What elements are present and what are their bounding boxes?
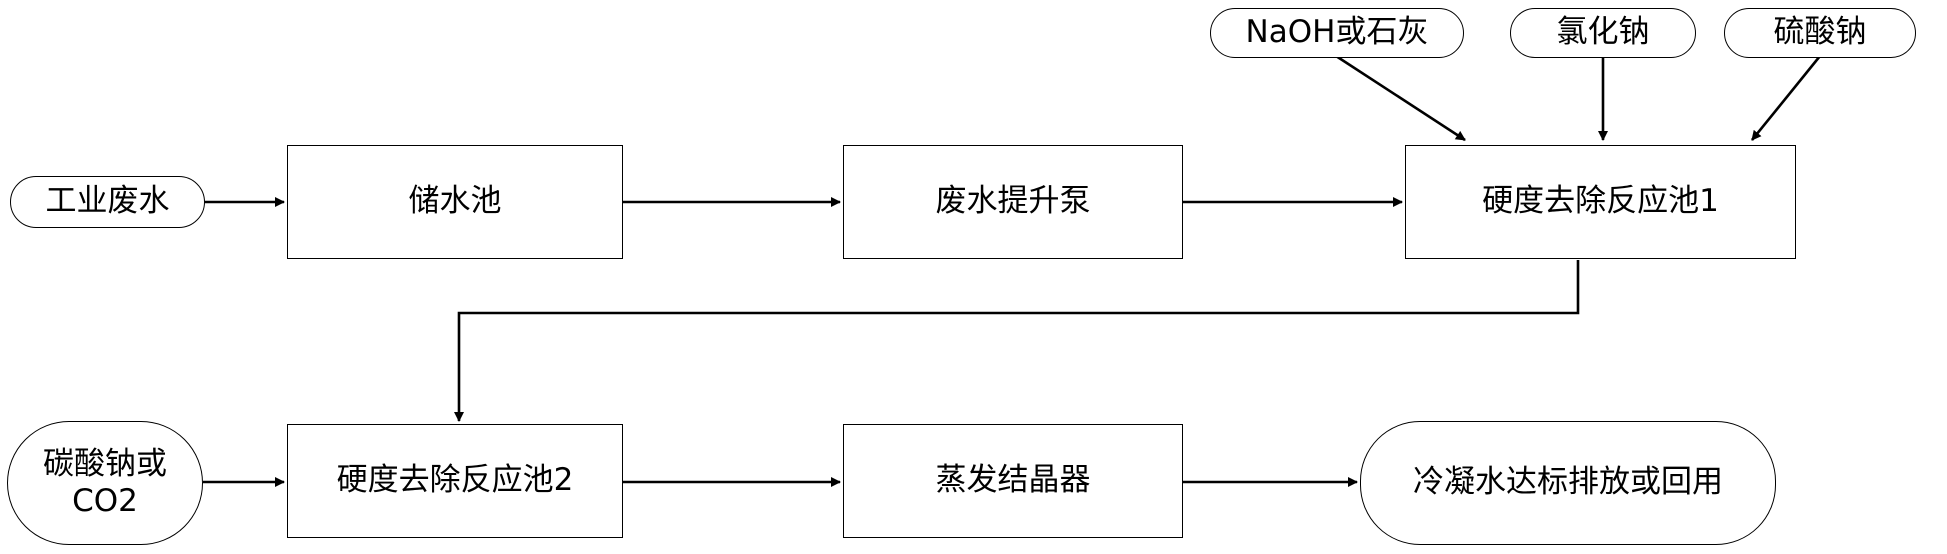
arrow-na2so4-to-tank1	[1750, 55, 1822, 141]
node-sodium-sulfate: 硫酸钠	[1724, 8, 1916, 58]
node-evaporative-crystallizer: 蒸发结晶器	[843, 424, 1183, 538]
node-lift-pump: 废水提升泵	[843, 145, 1183, 259]
node-label: 储水池	[408, 183, 502, 220]
node-sodium-carbonate-or-co2: 碳酸钠或 CO2	[7, 421, 203, 545]
arrow-tank1-to-tank2	[454, 260, 1580, 422]
arrow-naoh-to-tank1	[1335, 54, 1466, 142]
node-label-line-1: 碳酸钠或	[43, 445, 167, 482]
node-hardness-tank-1: 硬度去除反应池1	[1405, 145, 1796, 259]
node-sodium-chloride: 氯化钠	[1510, 8, 1696, 58]
node-label: 蒸发结晶器	[935, 462, 1091, 499]
node-label: 硫酸钠	[1773, 14, 1867, 51]
node-label: 废水提升泵	[935, 183, 1091, 220]
node-label: 工业废水	[45, 183, 170, 220]
node-label: 氯化钠	[1556, 14, 1650, 51]
node-storage-tank: 储水池	[287, 145, 623, 259]
node-hardness-tank-2: 硬度去除反应池2	[287, 424, 623, 538]
node-condensate-discharge: 冷凝水达标排放或回用	[1360, 421, 1776, 545]
node-industrial-wastewater: 工业废水	[10, 176, 205, 228]
node-label: 硬度去除反应池1	[1482, 183, 1719, 220]
node-naoh-or-lime: NaOH或石灰	[1210, 8, 1464, 58]
node-label: 硬度去除反应池2	[336, 462, 574, 499]
node-label-line-2: CO2	[72, 483, 138, 519]
node-label: 冷凝水达标排放或回用	[1413, 464, 1723, 501]
node-label: NaOH或石灰	[1245, 14, 1429, 51]
